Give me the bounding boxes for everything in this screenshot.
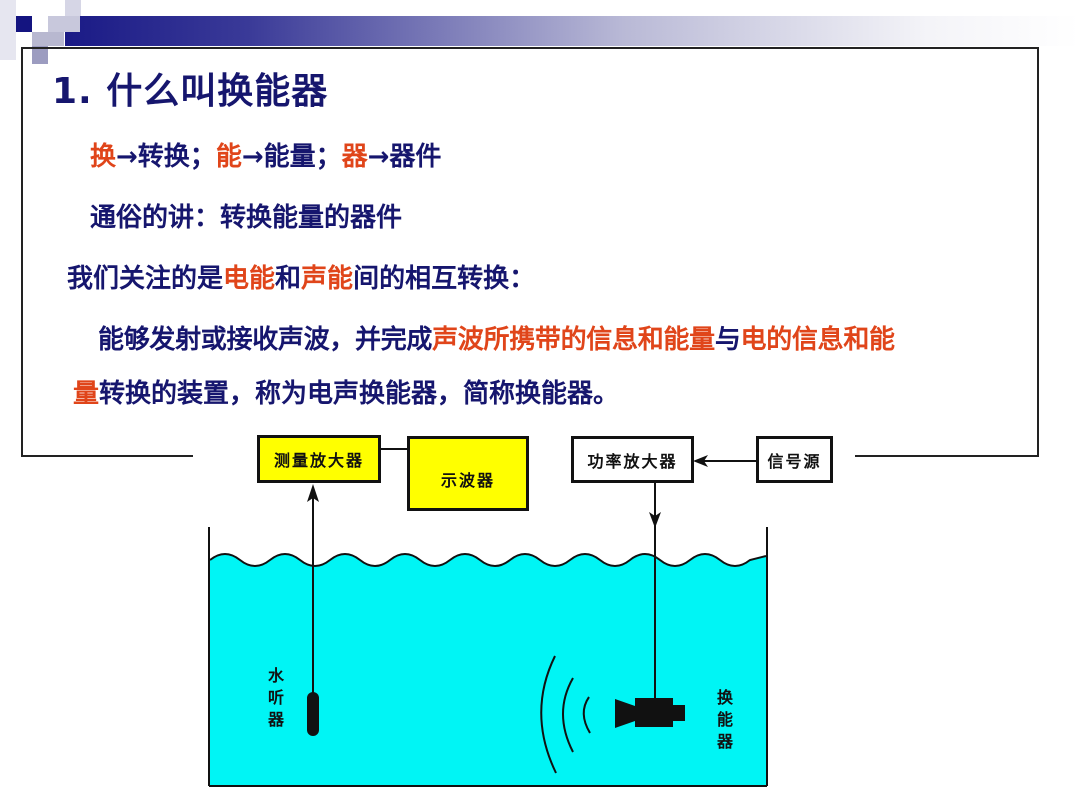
hydrophone-label: 水 听 器 [267, 665, 285, 731]
text-run: 转换的装置，称为电声换能器，简称换能器。 [99, 379, 620, 409]
water-surface-wave [209, 553, 767, 567]
label-char: 听 [267, 688, 284, 707]
power-amplifier-label: 功率放大器 [587, 451, 678, 471]
deco-square [0, 0, 16, 60]
label-char: 水 [267, 666, 284, 685]
arrow-up-icon [307, 484, 319, 502]
signal-source-label: 信号源 [767, 451, 822, 471]
frame-left-border [21, 47, 23, 456]
measuring-amplifier-box: 测量放大器 [257, 435, 381, 483]
text-run: 声能 [301, 264, 354, 294]
label-char: 能 [716, 710, 733, 729]
focus-line: 我们关注的是电能和声能间的相互转换： [67, 258, 535, 295]
text-run: 我们关注的是 [67, 264, 224, 294]
frame-right-border [1037, 47, 1039, 456]
transducer-horn [615, 699, 635, 728]
text-run: 能够发射或接收声波，并完成 [98, 325, 433, 355]
transducer-rear [673, 705, 685, 721]
text-run: 能 [215, 142, 242, 172]
sound-wave-icon [540, 655, 557, 774]
power-amplifier-box: 功率放大器 [571, 436, 694, 483]
text-run: 换 [90, 142, 117, 172]
water-body [210, 554, 766, 786]
sound-wave-icon [582, 696, 591, 734]
frame-top-border [21, 47, 1038, 49]
hydrophone-body [307, 692, 319, 736]
text-run: 电能 [223, 264, 276, 294]
arrow-left-icon [693, 455, 708, 467]
deco-square [32, 32, 64, 46]
text-run: →能量； [241, 142, 342, 172]
frame-bottom-right-border [855, 455, 1039, 457]
oscilloscope-box: 示波器 [407, 436, 529, 511]
plain-explanation: 通俗的讲：转换能量的器件 [90, 203, 403, 233]
transducer-body [635, 698, 673, 727]
text-run: 器 [341, 142, 368, 172]
sound-wave-icon [562, 677, 574, 753]
text-run: 声波所携带的信息和能量 [432, 325, 715, 355]
text-run: 和 [275, 264, 302, 294]
definition-paragraph-line2: 量转换的装置，称为电声换能器，简称换能器。 [73, 373, 619, 410]
definition-paragraph-line1: 能够发射或接收声波，并完成声波所携带的信息和能量与电的信息和能 [98, 319, 895, 356]
definition-line: 换→转换；能→能量；器→器件 [90, 136, 441, 173]
text-run: 量 [73, 379, 100, 409]
text-run: →器件 [367, 142, 442, 172]
text-run: 电的信息和能 [740, 325, 896, 355]
text-run: 间的相互转换： [353, 264, 536, 294]
header-banner [65, 16, 1080, 46]
transducer-label: 换 能 器 [716, 687, 734, 753]
label-char: 器 [267, 710, 284, 729]
label-char: 器 [716, 732, 733, 751]
arrow-down-icon [649, 512, 661, 528]
deco-square [32, 46, 48, 64]
deco-square [65, 0, 81, 16]
label-char: 换 [716, 688, 733, 707]
signal-source-box: 信号源 [756, 436, 833, 483]
oscilloscope-label: 示波器 [440, 470, 495, 490]
deco-square [48, 16, 80, 32]
frame-bottom-left-border [21, 455, 193, 457]
deco-square-dark [16, 16, 32, 32]
text-run: →转换； [116, 142, 216, 172]
text-run: 与 [714, 325, 741, 355]
slide-title: 1. 什么叫换能器 [52, 71, 329, 112]
measuring-amplifier-label: 测量放大器 [273, 451, 364, 470]
